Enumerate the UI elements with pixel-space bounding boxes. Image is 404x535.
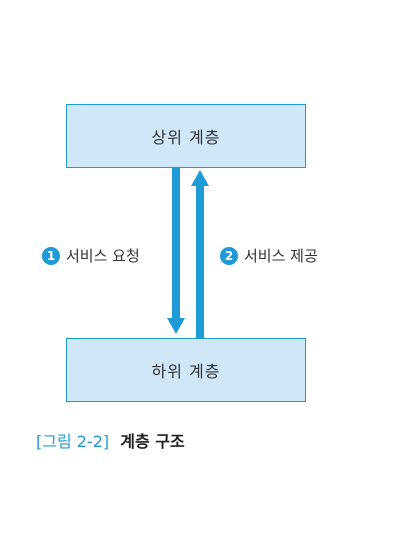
service-provide-label: 2 서비스 제공	[220, 245, 318, 266]
lower-layer-box: 하위 계층	[66, 338, 306, 402]
service-request-text: 서비스 요청	[66, 247, 140, 265]
down-arrow-icon	[167, 318, 185, 334]
service-request-label: 1 서비스 요청	[42, 245, 140, 266]
step-2-badge-icon: 2	[220, 246, 238, 265]
figure-title: 계층 구조	[120, 432, 185, 451]
figure-caption: [그림 2-2] 계층 구조	[36, 428, 185, 452]
service-provide-text: 서비스 제공	[244, 247, 318, 265]
up-arrow-icon	[191, 170, 209, 186]
upper-layer-box: 상위 계층	[66, 104, 306, 168]
figure-number: [그림 2-2]	[36, 432, 110, 451]
request-arrow-shaft	[172, 168, 180, 320]
step-1-badge-icon: 1	[42, 246, 60, 265]
provide-arrow-shaft	[196, 186, 204, 338]
